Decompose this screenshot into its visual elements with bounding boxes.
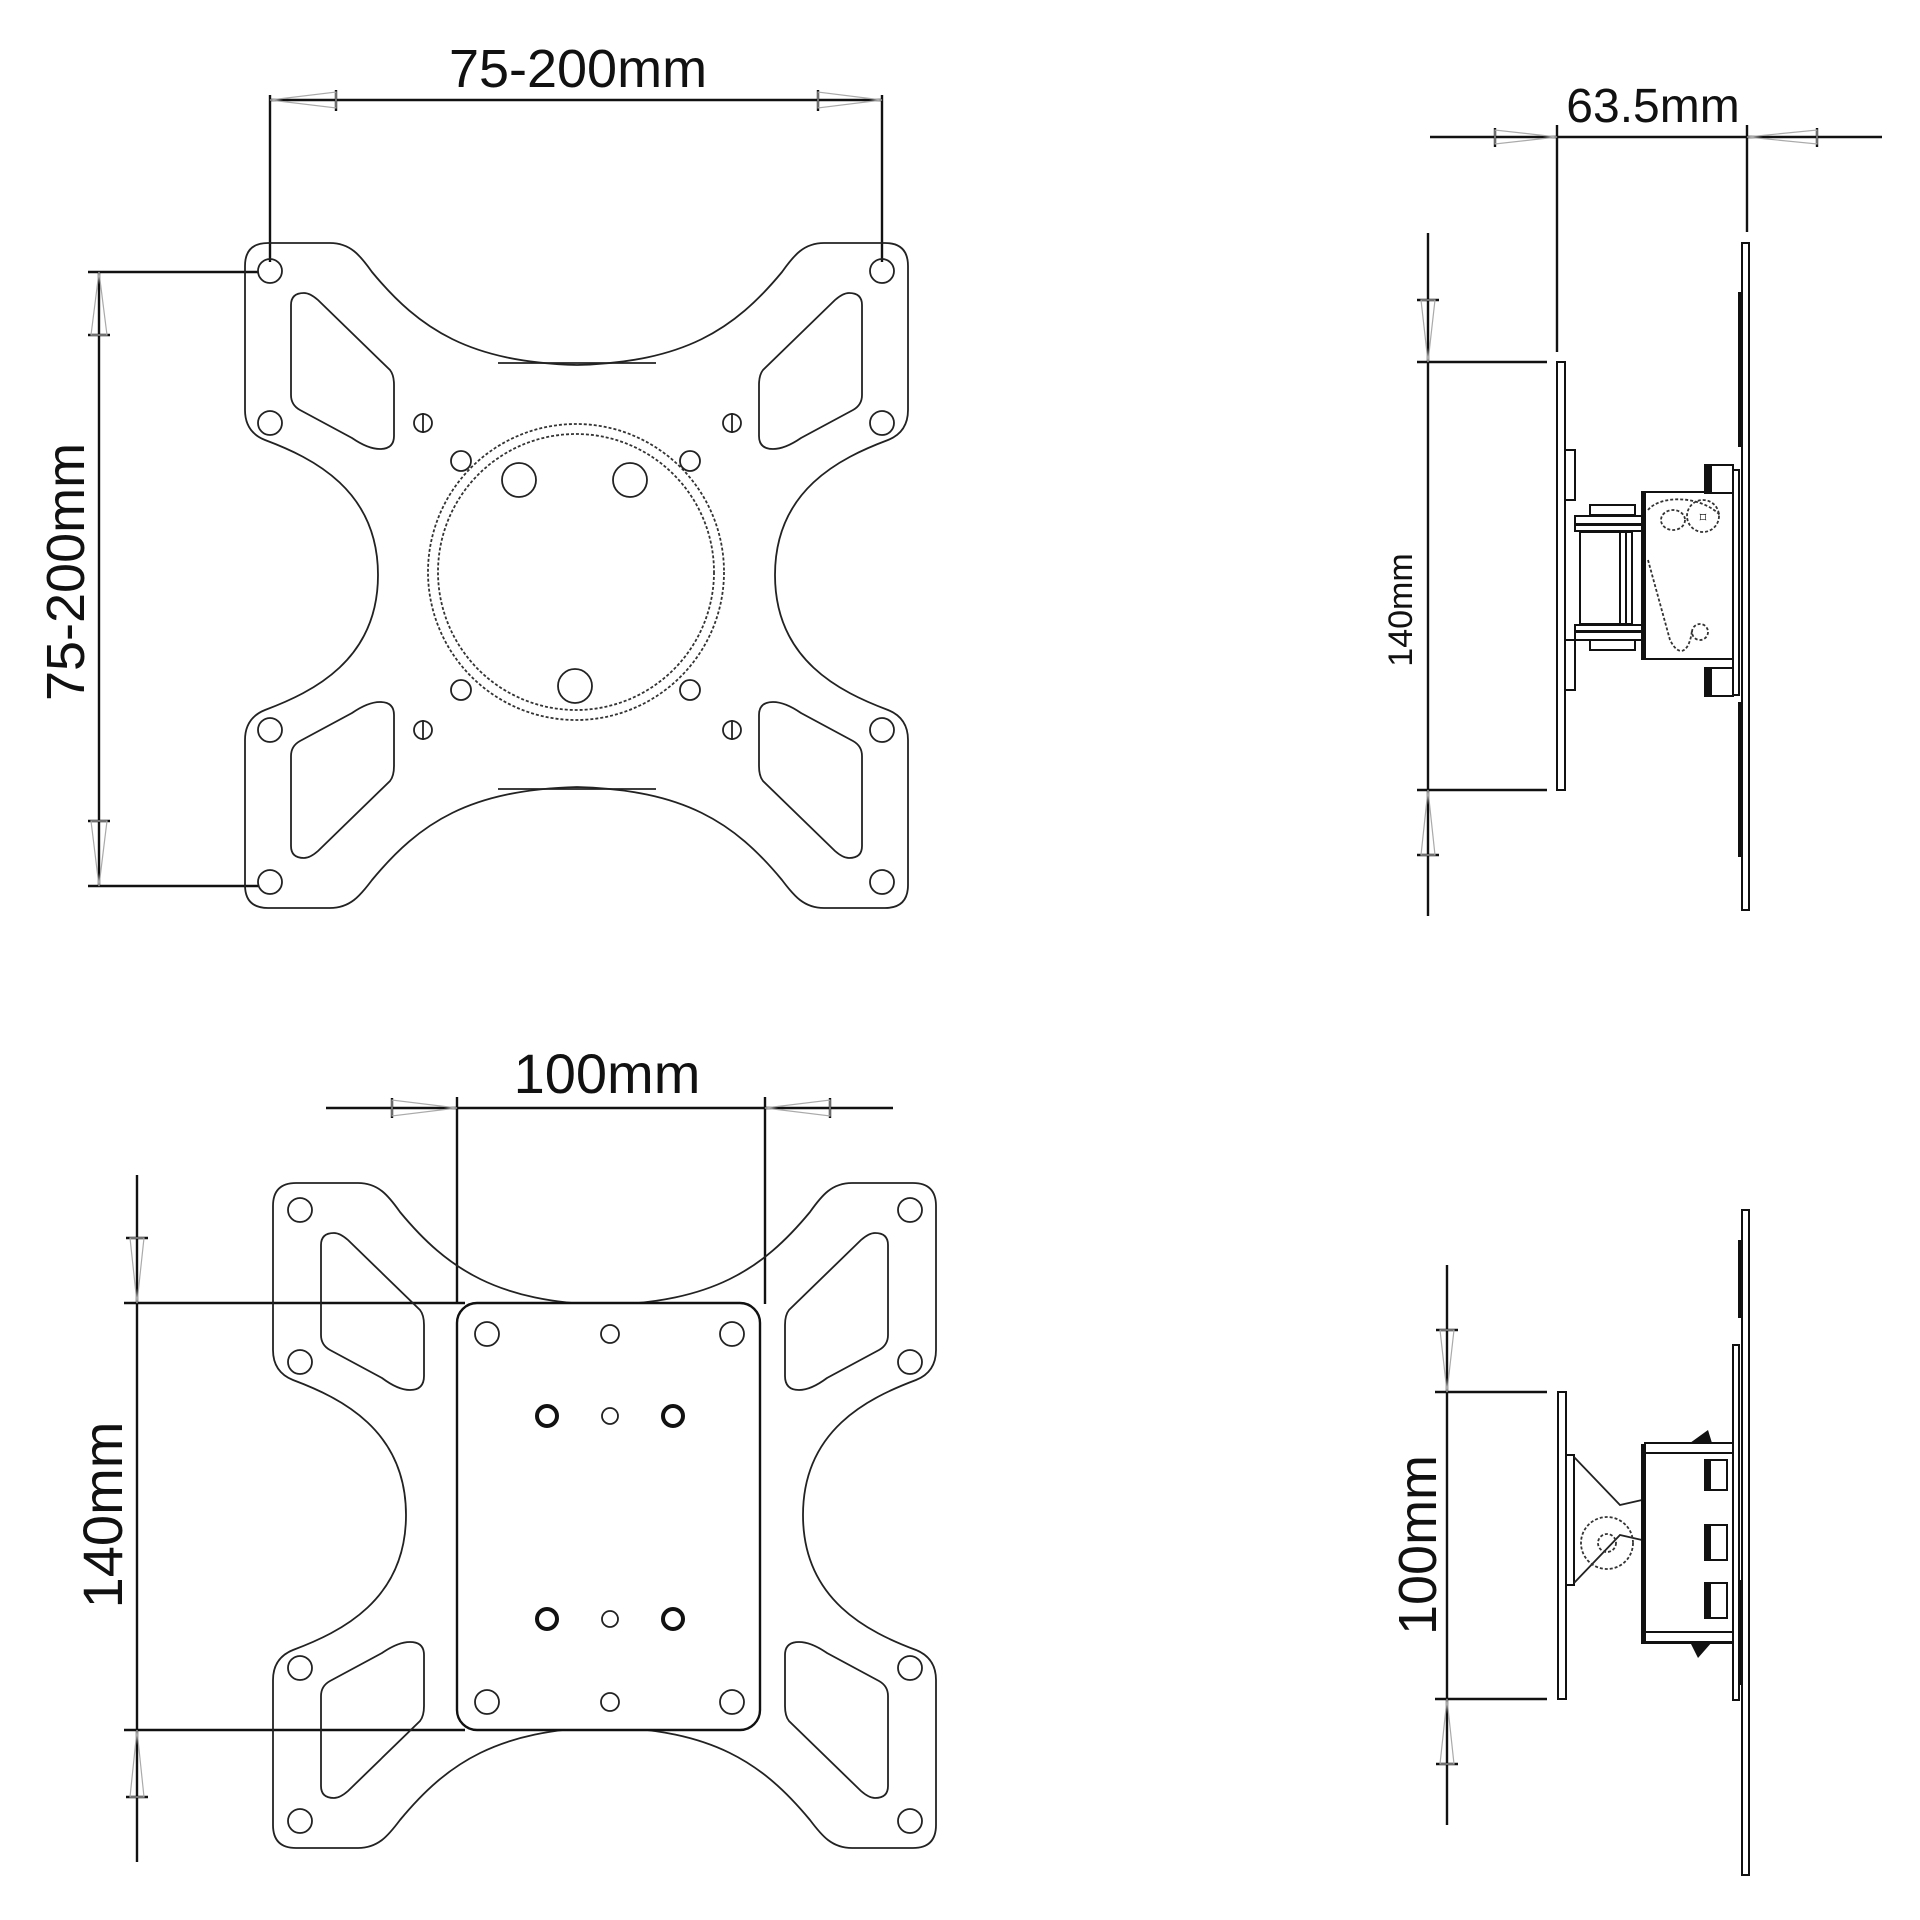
view-top-right-side: 63.5mm 140mm — [1382, 80, 1882, 916]
cutout-br — [758, 701, 863, 859]
dimension-horizontal-75-200: 75-200mm — [268, 39, 884, 262]
cutout-tl — [290, 292, 395, 450]
center-ring — [427, 423, 725, 721]
wall-plate-side-2 — [1557, 1391, 1567, 1700]
dimension-vertical-75-200: 75-200mm — [36, 270, 258, 888]
dimension-label-br-left: 100mm — [1388, 1455, 1448, 1635]
dimension-label-tr-top: 63.5mm — [1566, 80, 1739, 133]
wall-plate-side — [1556, 361, 1566, 791]
dimension-label-bl-left: 140mm — [71, 1422, 134, 1609]
dimension-horizontal-100: 100mm — [326, 1042, 893, 1304]
cutout-tr — [758, 292, 863, 450]
dimension-height-100: 100mm — [1388, 1265, 1547, 1825]
dimension-label-tr-left: 140mm — [1382, 553, 1420, 666]
arrow-top — [90, 271, 108, 336]
dimension-label-tl-top: 75-200mm — [449, 39, 707, 99]
screw-icons — [413, 413, 742, 740]
mounting-holes-outer — [257, 258, 895, 895]
cutout-bl — [290, 701, 395, 859]
wall-plate-front — [455, 1301, 762, 1732]
view-bottom-right-side: 100mm — [1388, 1209, 1750, 1876]
vesa-plate-side — [1741, 242, 1750, 911]
arrow-bottom — [90, 820, 108, 887]
dimension-depth-63-5: 63.5mm — [1430, 80, 1882, 352]
dimension-vertical-140: 140mm — [71, 1175, 465, 1862]
vesa-plate-outline — [244, 242, 909, 909]
view-top-left-vesa-plate: 75-200mm 75-200mm — [36, 39, 909, 909]
dimension-label-tl-left: 75-200mm — [36, 443, 96, 701]
view-bottom-left-overlay: 100mm 140mm — [71, 1042, 937, 1862]
mounting-holes-outer-2 — [287, 1197, 923, 1834]
wall-plate-holes — [474, 1321, 745, 1715]
svg-text:⌑: ⌑ — [1700, 510, 1707, 525]
tilt-mechanism: ⌑ — [1564, 449, 1740, 697]
arrow-left — [269, 91, 337, 109]
vesa-plate-side-2 — [1741, 1209, 1750, 1876]
dimension-height-140: 140mm — [1382, 233, 1547, 916]
vesa-plate-outline-2 — [272, 1182, 937, 1849]
arrow-right — [817, 91, 883, 109]
swivel-mechanism — [1565, 1344, 1740, 1701]
dimension-label-bl-top: 100mm — [514, 1042, 701, 1105]
